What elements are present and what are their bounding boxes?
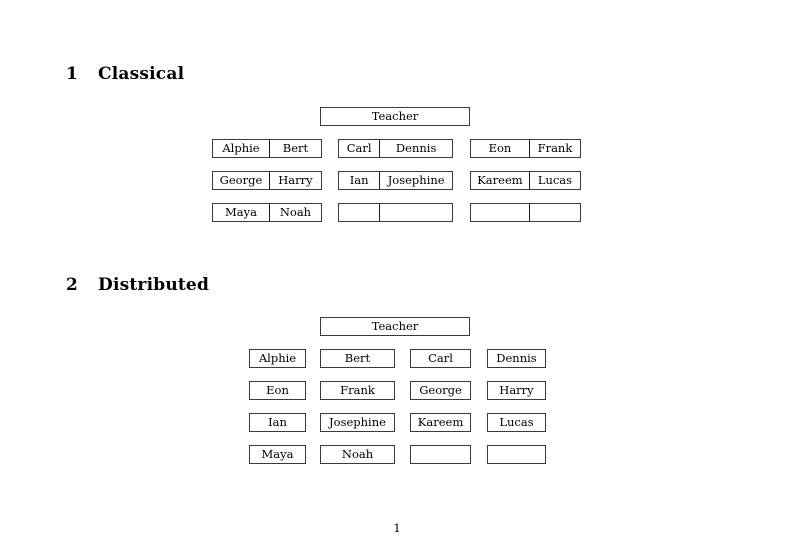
student-cell[interactable]: Bert	[268, 140, 321, 157]
student-pair-row[interactable]: Maya Noah	[212, 203, 322, 222]
student-box[interactable]: Josephine	[320, 413, 395, 432]
student-cell[interactable]: George	[219, 172, 263, 187]
teacher-box-classical[interactable]: Teacher	[320, 107, 470, 126]
student-cell[interactable]: Maya	[224, 204, 257, 219]
page-number: 1	[393, 521, 401, 535]
student-cell-empty[interactable]	[471, 204, 529, 221]
student-box[interactable]: Alphie	[249, 349, 306, 368]
student-box[interactable]: Dennis	[487, 349, 546, 368]
student-box[interactable]: Bert	[320, 349, 395, 368]
student-box[interactable]: Lucas	[487, 413, 546, 432]
student-pair-row[interactable]: Eon Frank	[470, 139, 581, 158]
student-box[interactable]: Eon	[249, 381, 306, 400]
student-box[interactable]: Carl	[410, 349, 471, 368]
section-number: 1	[66, 64, 79, 84]
student-cell-empty[interactable]	[379, 204, 452, 221]
student-pair-row[interactable]: Carl Dennis	[338, 139, 453, 158]
student-pair-row[interactable]: Alphie Bert	[212, 139, 322, 158]
student-box-empty[interactable]	[410, 445, 471, 464]
student-cell[interactable]: Ian	[349, 172, 369, 187]
teacher-box-distributed[interactable]: Teacher	[320, 317, 470, 336]
student-cell[interactable]: Alphie	[222, 140, 260, 155]
student-box[interactable]: Noah	[320, 445, 395, 464]
student-box[interactable]: Kareem	[410, 413, 471, 432]
student-box[interactable]: Ian	[249, 413, 306, 432]
student-cell[interactable]: Eon	[488, 140, 512, 155]
section-number: 2	[66, 275, 79, 295]
student-cell[interactable]: Noah	[268, 204, 321, 221]
student-cell[interactable]: Kareem	[477, 172, 523, 187]
student-pair-row[interactable]: Kareem Lucas	[470, 171, 581, 190]
student-box[interactable]: Frank	[320, 381, 395, 400]
student-pair-row-empty[interactable]	[338, 203, 453, 222]
section-title: Classical	[98, 64, 185, 84]
student-cell[interactable]: Josephine	[379, 172, 452, 189]
student-box[interactable]: George	[410, 381, 471, 400]
section-title: Distributed	[98, 275, 210, 295]
student-cell[interactable]: Harry	[268, 172, 321, 189]
student-box-empty[interactable]	[487, 445, 546, 464]
student-pair-row[interactable]: Ian Josephine	[338, 171, 453, 190]
student-pair-row-empty[interactable]	[470, 203, 581, 222]
student-cell[interactable]: Carl	[346, 140, 372, 155]
student-cell-empty[interactable]	[339, 204, 379, 221]
student-cell-empty[interactable]	[528, 204, 580, 221]
student-pair-row[interactable]: George Harry	[212, 171, 322, 190]
student-cell[interactable]: Frank	[528, 140, 580, 157]
student-cell[interactable]: Lucas	[528, 172, 580, 189]
section-heading-classical: 1 Classical	[66, 64, 184, 84]
student-cell[interactable]: Dennis	[379, 140, 452, 157]
student-box[interactable]: Maya	[249, 445, 306, 464]
section-heading-distributed: 2 Distributed	[66, 275, 209, 295]
student-box[interactable]: Harry	[487, 381, 546, 400]
